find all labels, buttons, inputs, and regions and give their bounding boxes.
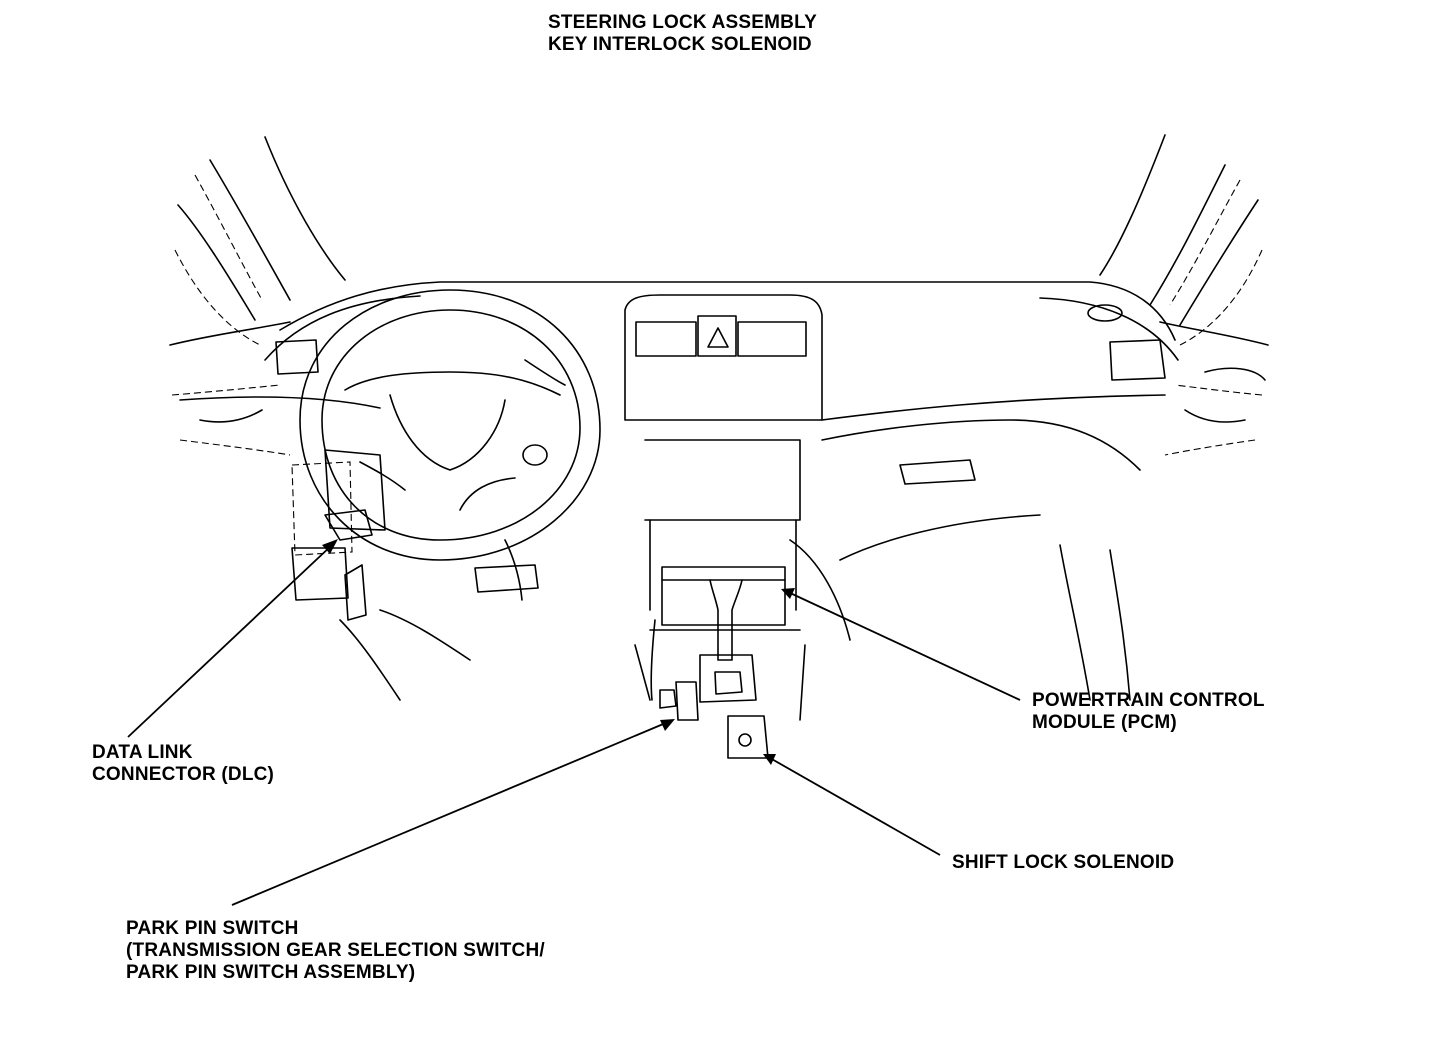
center-stack <box>624 294 823 611</box>
label-line: DATA LINK <box>92 742 193 763</box>
label-line: SHIFT LOCK SOLENOID <box>952 852 1175 873</box>
label-line: POWERTRAIN CONTROL <box>1032 690 1265 711</box>
leader-shift <box>763 754 941 856</box>
lower-dash <box>179 394 1166 701</box>
steering-lock-label: STEERING LOCK ASSEMBLY KEY INTERLOCK SOL… <box>548 12 817 56</box>
shift-lock-label: SHIFT LOCK SOLENOID <box>952 852 1174 874</box>
left-a-pillar <box>169 136 346 456</box>
steering-wheel <box>299 289 601 561</box>
label-line: (TRANSMISSION GEAR SELECTION SWITCH/ <box>126 940 545 961</box>
leader-dlc <box>127 539 338 738</box>
center-console <box>634 566 806 759</box>
label-line: PARK PIN SWITCH ASSEMBLY) <box>126 962 416 983</box>
steering-column <box>291 449 539 701</box>
leader-pcm <box>781 588 1021 701</box>
label-line: KEY INTERLOCK SOLENOID <box>548 34 812 55</box>
dlc-label: DATA LINK CONNECTOR (DLC) <box>92 742 274 786</box>
label-line: STEERING LOCK ASSEMBLY <box>548 12 818 33</box>
label-line: CONNECTOR (DLC) <box>92 764 275 785</box>
pcm-label: POWERTRAIN CONTROL MODULE (PCM) <box>1032 690 1265 734</box>
dashboard-top <box>264 281 1179 381</box>
label-line: MODULE (PCM) <box>1032 712 1177 733</box>
label-line: PARK PIN SWITCH <box>126 918 299 939</box>
park-pin-switch-label: PARK PIN SWITCH (TRANSMISSION GEAR SELEC… <box>126 918 545 984</box>
leader-park <box>231 719 675 906</box>
right-a-pillar <box>1099 134 1269 456</box>
